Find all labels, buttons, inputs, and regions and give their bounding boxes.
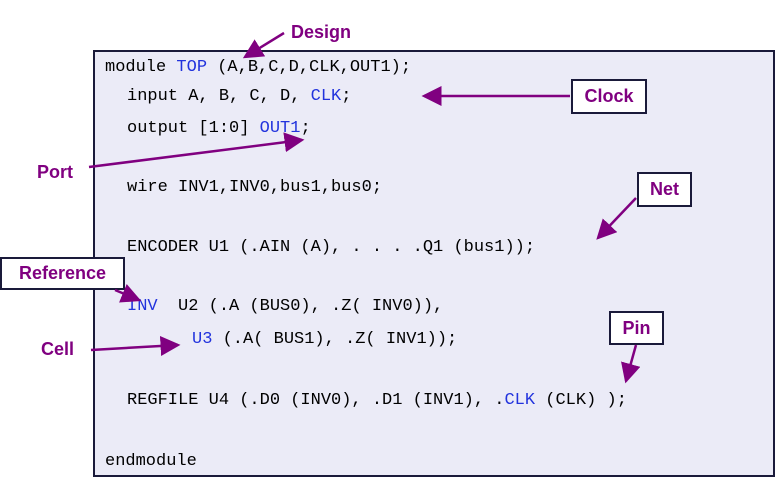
cell-label: Cell	[41, 339, 75, 359]
cell-token: U3	[192, 330, 213, 349]
pin-arrow	[621, 344, 641, 384]
design-token: TOP	[176, 58, 208, 77]
code-line-input: input A, B, C, D, CLK;	[127, 87, 352, 106]
code-line-encoder: ENCODER U1 (.AIN (A), . . . .Q1 (bus1));	[127, 238, 536, 257]
code-line-u3: U3 (.A( BUS1), .Z( INV1));	[192, 330, 458, 349]
reference-arrow	[114, 284, 142, 303]
code-line-endmodule: endmodule	[105, 452, 197, 471]
code-line-inv: INV U2 (.A (BUS0), .Z( INV0)),	[127, 297, 444, 316]
cell-arrow	[90, 336, 181, 356]
net-label: Net	[637, 172, 692, 207]
code-line-module: module TOP (A,B,C,D,CLK,OUT1);	[105, 58, 412, 77]
pin-label: Pin	[609, 311, 664, 345]
port-label: Port	[37, 162, 73, 182]
clock-label: Clock	[571, 79, 647, 114]
net-arrow	[596, 197, 637, 240]
code-line-wire: wire INV1,INV0,bus1,bus0;	[127, 178, 383, 197]
design-arrow	[242, 31, 285, 59]
code-panel	[93, 50, 775, 477]
clock-token: CLK	[310, 87, 342, 106]
code-line-regfile: REGFILE U4 (.D0 (INV0), .D1 (INV1), .CLK…	[127, 391, 627, 410]
port-arrow	[88, 132, 305, 169]
pin-token: CLK	[504, 391, 536, 410]
reference-label: Reference	[0, 257, 125, 290]
design-label: Design	[291, 22, 352, 42]
